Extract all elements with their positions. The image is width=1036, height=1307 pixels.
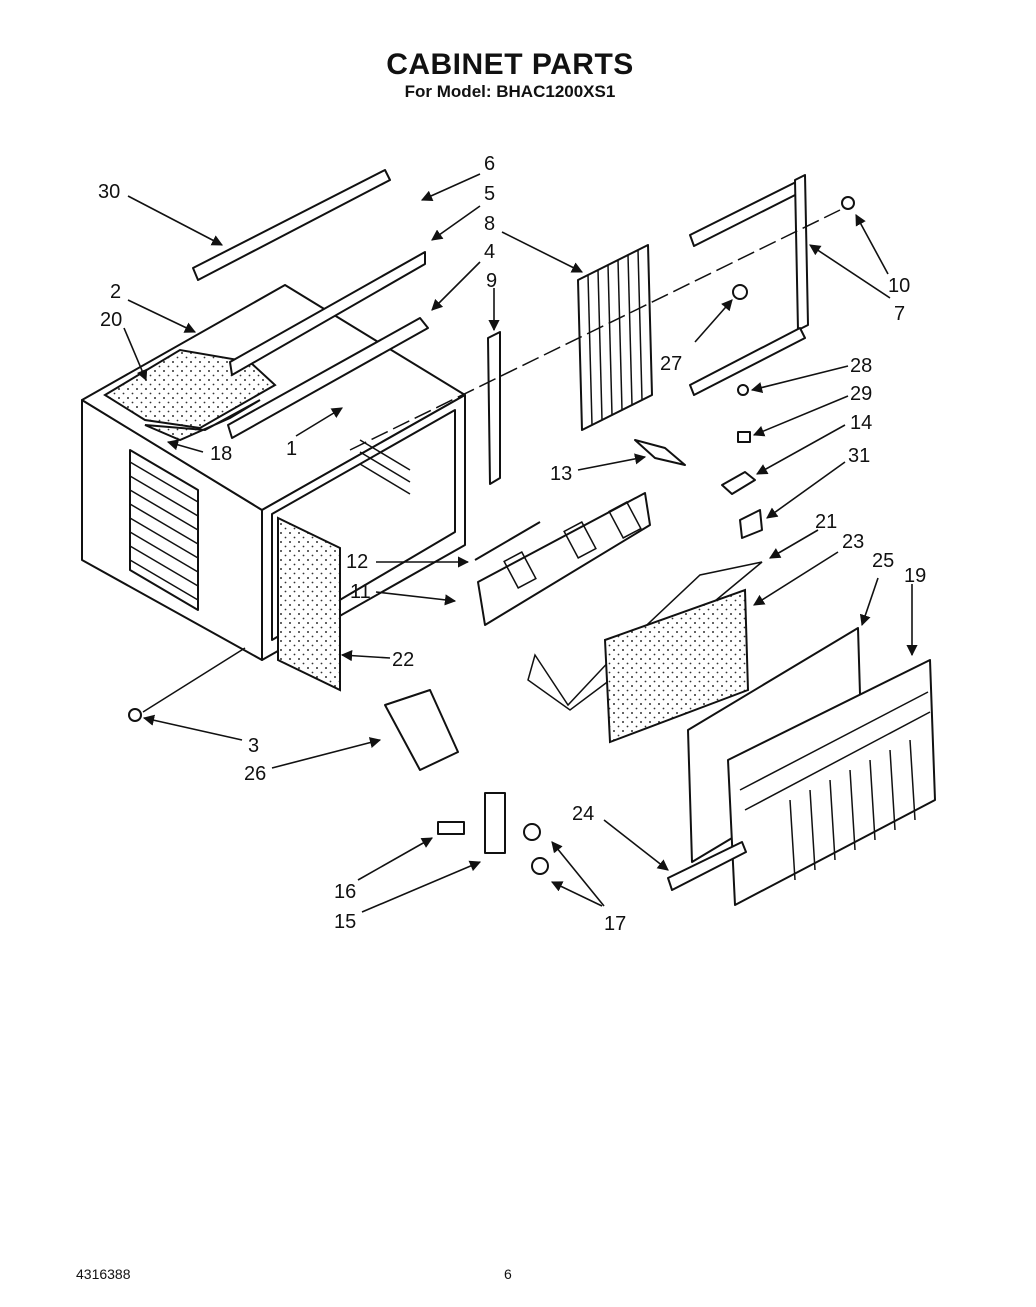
window-frame-7 [689,174,809,396]
callout-23: 23 [842,531,864,553]
callout-labels: 30 6 5 8 4 9 10 7 2 20 27 28 29 14 1 18 … [98,153,926,935]
callout-10: 10 [888,275,910,297]
rod-12 [474,521,541,561]
filter-23 [603,588,750,744]
bracket-13 [634,439,686,466]
callout-28: 28 [850,355,872,377]
top-insulation-18 [144,399,261,442]
callout-9: 9 [486,270,497,292]
callout-7: 7 [894,303,905,325]
callout-22: 22 [392,649,414,671]
callout-18: 18 [210,443,232,465]
screw-10 [841,196,855,210]
callout-17: 17 [604,913,626,935]
callout-5: 5 [484,183,495,205]
callout-25: 25 [872,550,894,572]
callout-13: 13 [550,463,572,485]
callout-1: 1 [286,438,297,460]
knob-16 [437,821,465,835]
clip-27 [732,284,748,300]
callout-16: 16 [334,881,356,903]
callout-30: 30 [98,181,120,203]
page-number: 6 [504,1266,512,1282]
wire-frame-21 [527,561,763,711]
callout-21: 21 [815,511,837,533]
fastener-17-upper [523,823,541,841]
rail-24 [667,841,747,891]
side-louvers [129,449,199,611]
leader-lines [123,173,918,913]
callout-3: 3 [248,735,259,757]
bracket-31 [739,509,763,539]
callout-24: 24 [572,803,594,825]
callout-4: 4 [484,241,495,263]
callout-15: 15 [334,911,356,933]
callout-12: 12 [346,551,368,573]
callout-29: 29 [850,383,872,405]
callout-31: 31 [848,445,870,467]
callout-11: 11 [350,581,371,603]
callout-20: 20 [100,309,122,331]
callout-27: 27 [660,353,682,375]
callout-8: 8 [484,213,495,235]
strip-9 [487,331,501,485]
callout-26: 26 [244,763,266,785]
rail-4 [227,317,429,439]
page-title: CABINET PARTS [386,48,634,81]
screw-28 [737,384,749,396]
bracket-15 [484,792,506,854]
bracket-14 [721,471,756,495]
document-number: 4316388 [76,1266,131,1282]
callout-19: 19 [904,565,926,587]
callout-2: 2 [110,281,121,303]
rail-30 [192,169,391,281]
washer-29 [737,431,751,443]
screw-3 [128,708,142,722]
callout-14: 14 [850,412,872,434]
rail-5 [229,251,426,376]
fastener-17-lower [531,857,549,875]
bracket-26 [384,689,459,771]
cabinet-shell [81,284,466,661]
callout-6: 6 [484,153,495,175]
model-subtitle: For Model: BHAC1200XS1 [404,82,616,101]
bracket-assembly-11 [477,492,651,626]
accordion-curtain-8 [577,244,653,431]
filter-panel-22 [277,516,341,692]
